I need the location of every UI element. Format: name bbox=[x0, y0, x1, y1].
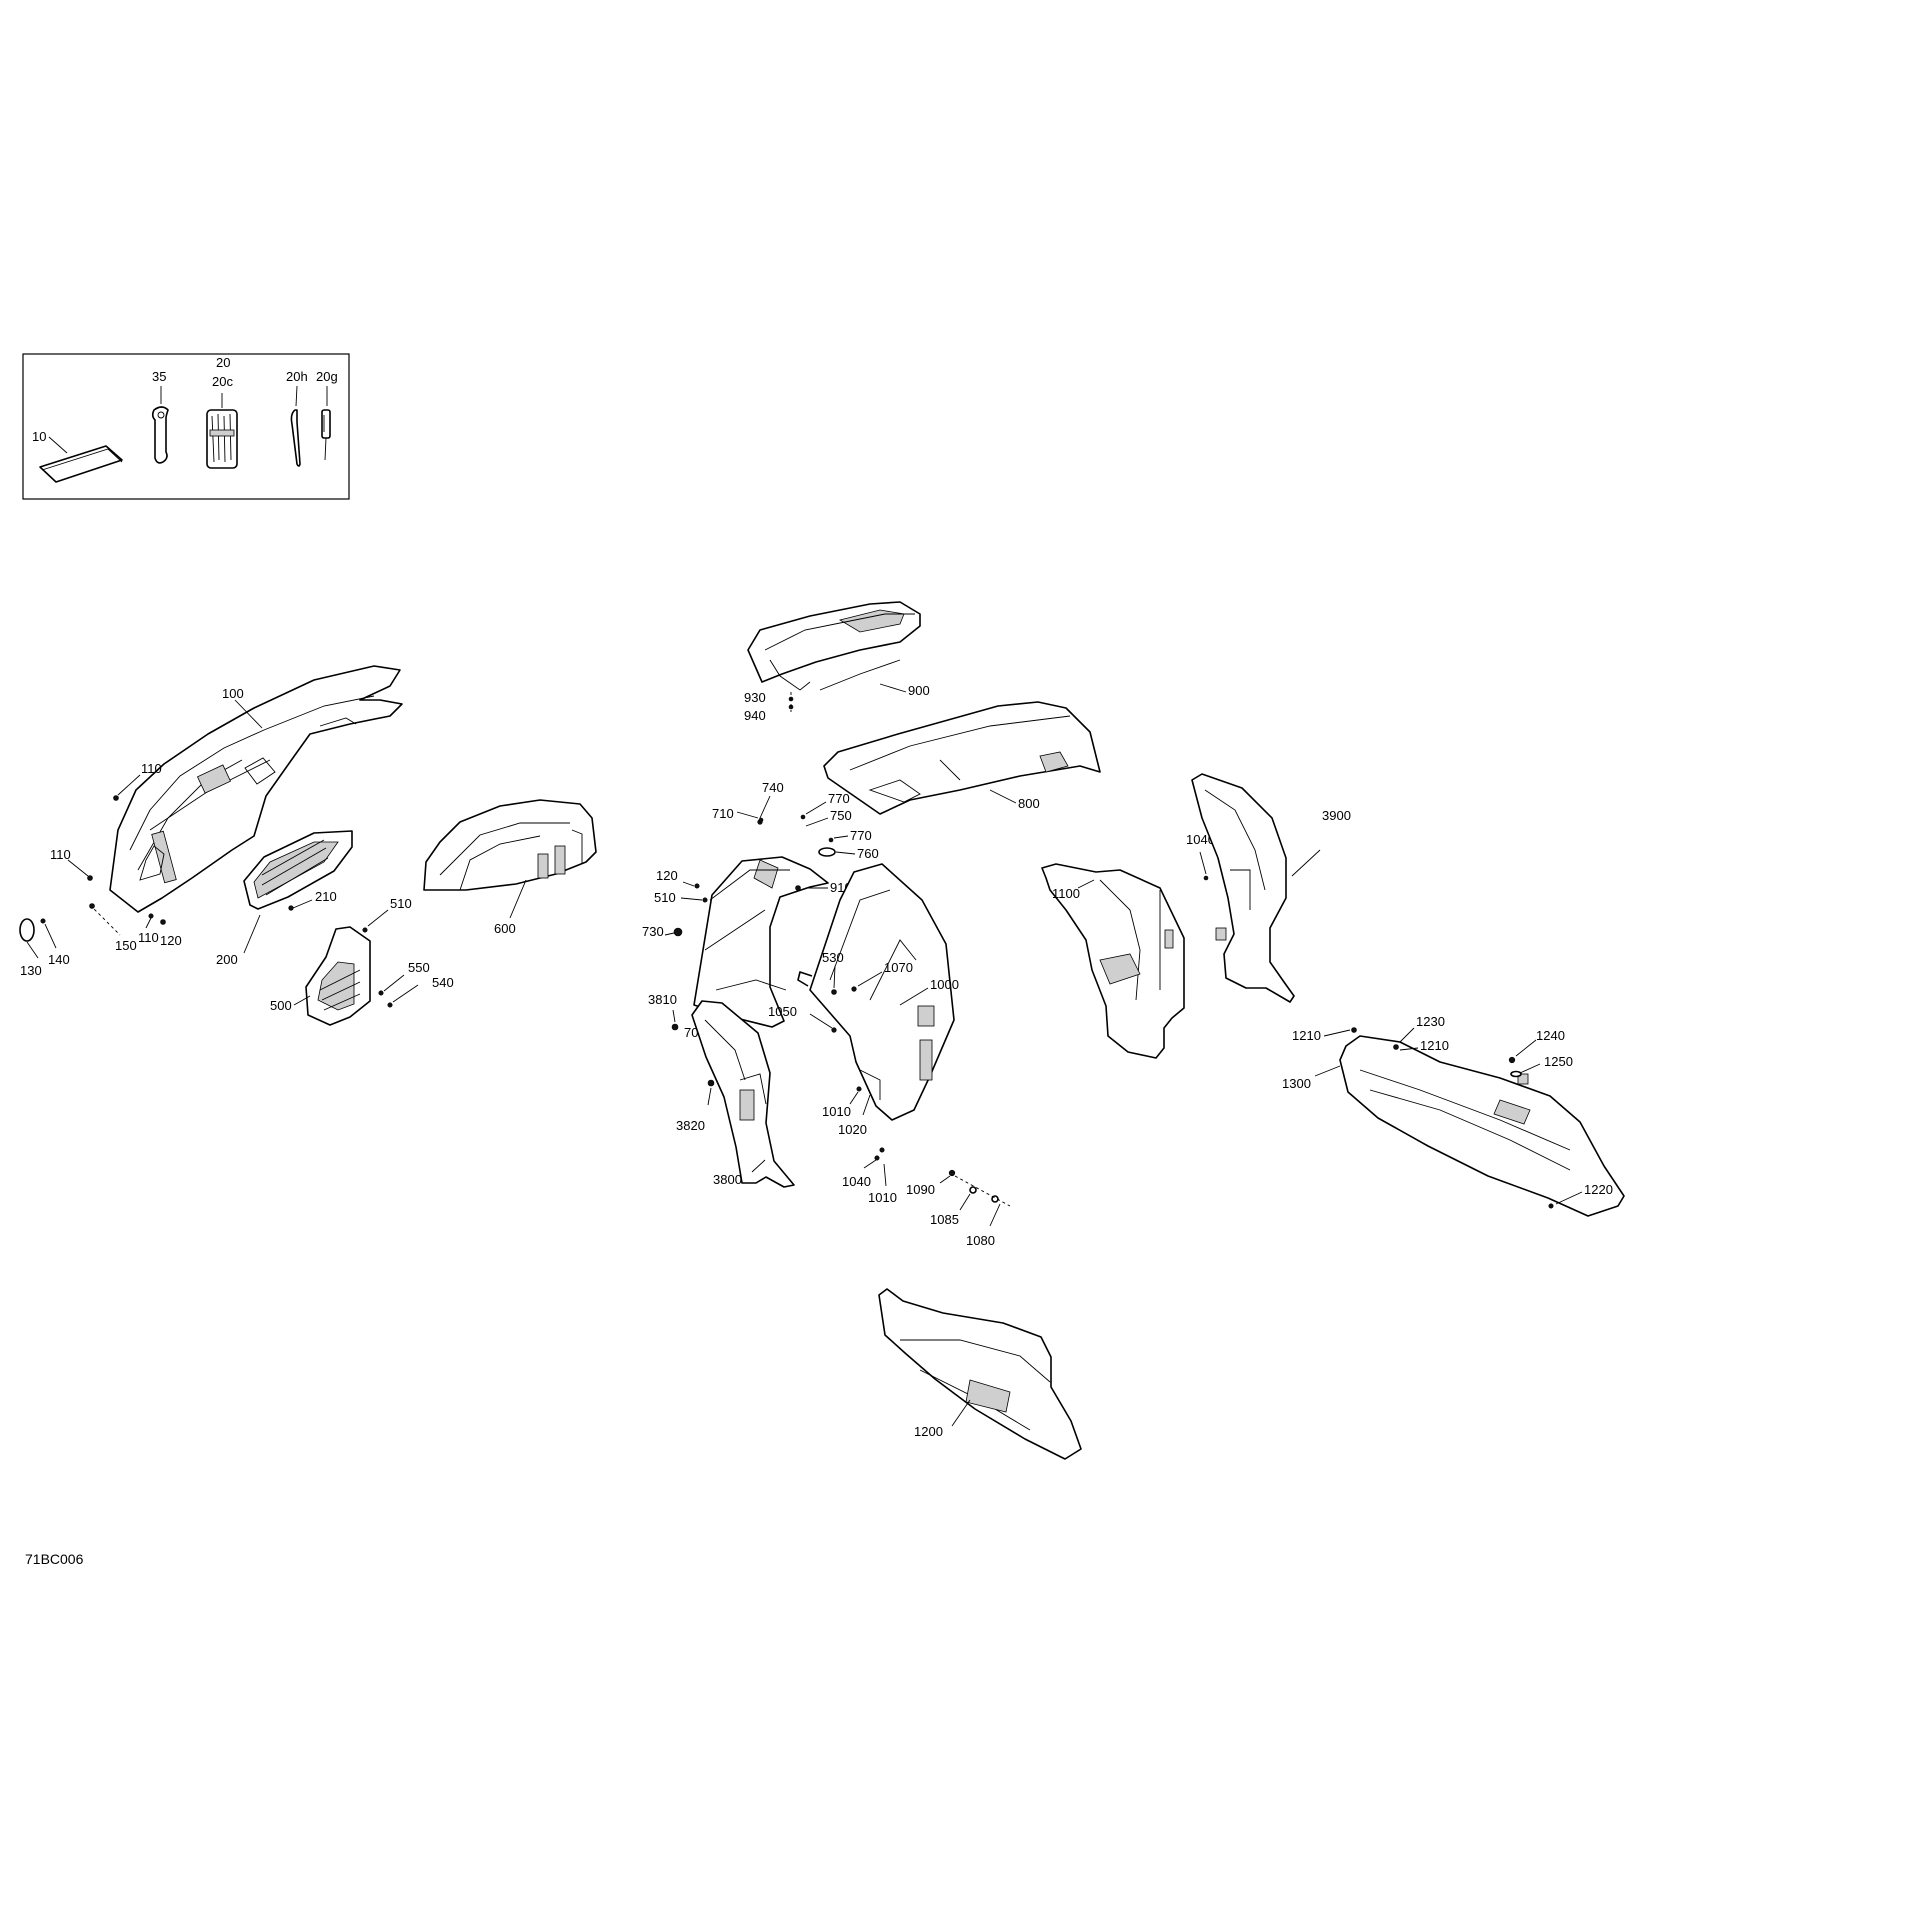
callout-1080: 1080 bbox=[966, 1233, 995, 1248]
tool-roll-icon bbox=[206, 409, 238, 469]
callout-3800: 3800 bbox=[713, 1172, 742, 1187]
callout-1010-upper: 1010 bbox=[822, 1104, 851, 1119]
diagram-code: 71BC006 bbox=[25, 1551, 84, 1567]
label-20h: 20h bbox=[286, 369, 308, 384]
label-35: 35 bbox=[152, 369, 166, 384]
callout-1090: 1090 bbox=[906, 1182, 935, 1197]
console-side-1000 bbox=[797, 863, 955, 1121]
callout-110-left: 110 bbox=[50, 847, 71, 862]
tool-kit-inset: 10 35 20 20c 20h bbox=[22, 353, 350, 500]
callout-120-left: 120 bbox=[160, 933, 182, 948]
callout-1240: 1240 bbox=[1536, 1028, 1565, 1043]
callout-150: 150 bbox=[115, 938, 137, 953]
callout-930: 930 bbox=[744, 690, 766, 705]
grille-200 bbox=[243, 830, 353, 910]
rocker-panel-1300 bbox=[1339, 1035, 1625, 1217]
fender-3900 bbox=[1191, 773, 1295, 1003]
front-fascia-100 bbox=[109, 665, 403, 913]
skid-plate-1200 bbox=[878, 1288, 1082, 1460]
callout-200: 200 bbox=[216, 952, 238, 967]
inner-panel-600 bbox=[423, 799, 597, 891]
callout-900: 900 bbox=[908, 683, 930, 698]
callout-770-top: 770 bbox=[828, 791, 850, 806]
callout-110-top: 110 bbox=[141, 761, 162, 776]
callout-740: 740 bbox=[762, 780, 784, 795]
callout-1040-right: 1040 bbox=[1186, 832, 1215, 847]
callout-1020: 1020 bbox=[838, 1122, 867, 1137]
washer-760 bbox=[818, 847, 836, 857]
callout-940: 940 bbox=[744, 708, 766, 723]
callout-130: 130 bbox=[20, 963, 42, 978]
callout-1210-right: 1210 bbox=[1420, 1038, 1449, 1053]
callout-1010-lower: 1010 bbox=[868, 1190, 897, 1205]
callout-1070: 1070 bbox=[884, 960, 913, 975]
callout-1300: 1300 bbox=[1282, 1076, 1311, 1091]
callout-500: 500 bbox=[270, 998, 292, 1013]
label-20: 20 bbox=[216, 355, 230, 370]
callout-1040-lower: 1040 bbox=[842, 1174, 871, 1189]
callout-1050: 1050 bbox=[768, 1004, 797, 1019]
callout-550: 550 bbox=[408, 960, 430, 975]
owners-manual-icon bbox=[39, 445, 123, 483]
callout-3820: 3820 bbox=[676, 1118, 705, 1133]
callout-760: 760 bbox=[857, 846, 879, 861]
callout-530: 530 bbox=[822, 950, 844, 965]
callout-1250: 1250 bbox=[1544, 1054, 1573, 1069]
wrench-icon bbox=[151, 406, 169, 464]
callout-3900: 3900 bbox=[1322, 808, 1351, 823]
upper-panel-800 bbox=[823, 701, 1101, 815]
side-panel-700 bbox=[693, 856, 829, 1028]
callout-710: 710 bbox=[712, 806, 734, 821]
callout-210: 210 bbox=[315, 889, 337, 904]
callout-1200: 1200 bbox=[914, 1424, 943, 1439]
rear-side-1100 bbox=[1041, 863, 1185, 1059]
callout-1085: 1085 bbox=[930, 1212, 959, 1227]
callout-540: 540 bbox=[432, 975, 454, 990]
callout-750: 750 bbox=[830, 808, 852, 823]
callout-1000: 1000 bbox=[930, 977, 959, 992]
callout-510-center: 510 bbox=[654, 890, 676, 905]
air-intake-500 bbox=[305, 926, 371, 1026]
callout-600: 600 bbox=[494, 921, 516, 936]
tool-rod-icon bbox=[290, 409, 301, 467]
callout-770-bottom: 770 bbox=[850, 828, 872, 843]
callout-1100: 1100 bbox=[1052, 886, 1080, 901]
hood-900 bbox=[747, 601, 921, 691]
label-10: 10 bbox=[32, 429, 46, 444]
clip-ring-130 bbox=[19, 918, 35, 942]
callout-120-center: 120 bbox=[656, 868, 678, 883]
callout-1210-left: 1210 bbox=[1292, 1028, 1321, 1043]
screwdriver-icon bbox=[321, 409, 331, 461]
callout-510-left: 510 bbox=[390, 896, 412, 911]
callout-140: 140 bbox=[48, 952, 70, 967]
callout-100: 100 bbox=[222, 686, 244, 701]
label-20g: 20g bbox=[316, 369, 338, 384]
callout-3810: 3810 bbox=[648, 992, 677, 1007]
inset-frame bbox=[22, 353, 350, 500]
callout-110-bottom: 110 bbox=[138, 930, 159, 945]
callout-800: 800 bbox=[1018, 796, 1040, 811]
callout-1220: 1220 bbox=[1584, 1182, 1613, 1197]
label-20c: 20c bbox=[212, 374, 233, 389]
lower-panel-3800 bbox=[691, 1000, 795, 1188]
callout-1230: 1230 bbox=[1416, 1014, 1445, 1029]
callout-730: 730 bbox=[642, 924, 664, 939]
